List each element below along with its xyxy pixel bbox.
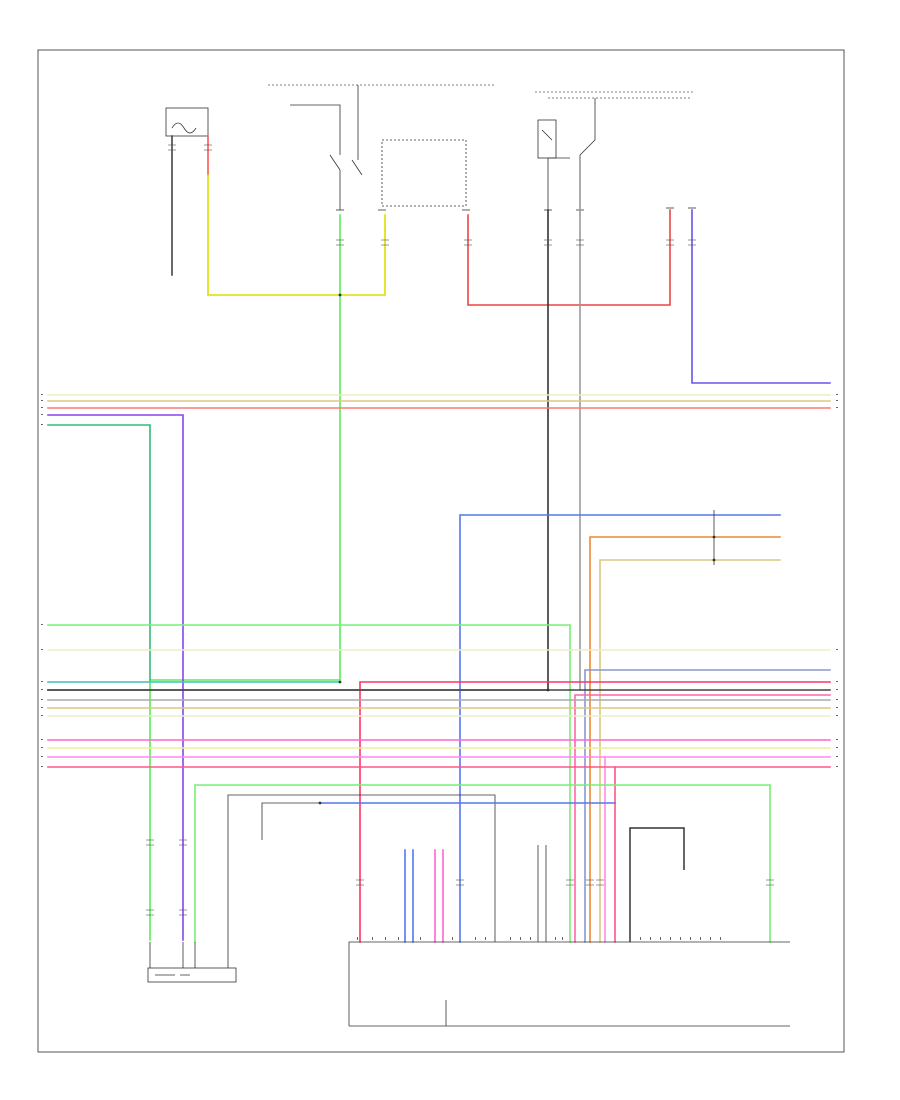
engine-control-module [348, 941, 790, 1027]
lower-bus [47, 739, 831, 943]
right-pin-marks [836, 394, 838, 767]
diagram-border [37, 49, 845, 1053]
relay-2 [351, 85, 467, 207]
connector-ticks [336, 207, 696, 211]
splice-points [318, 293, 716, 805]
twisted-pair-1 [404, 849, 444, 943]
middle-bus [47, 624, 831, 943]
top-left-sensor [165, 107, 209, 137]
connector-marks [146, 144, 774, 916]
upper-bus [47, 394, 831, 941]
ecm-pin-ticks [357, 937, 721, 940]
fuel-pump-module [147, 942, 237, 983]
twisted-pair-2 [537, 845, 547, 942]
relay-1 [290, 104, 341, 210]
left-pin-marks [41, 394, 43, 767]
relay-3 [537, 98, 596, 210]
